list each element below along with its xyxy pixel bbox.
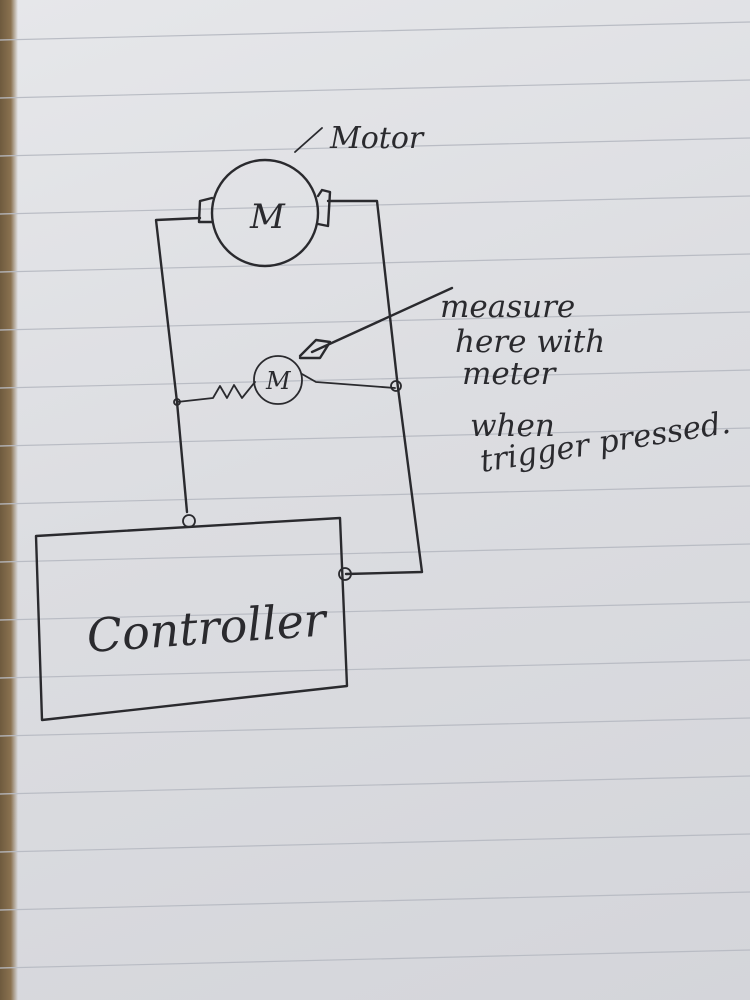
controller-outline — [34, 516, 349, 722]
branch-right-wire — [301, 373, 396, 389]
controller-terminal-top — [182, 514, 196, 528]
main-motor-left-tab — [197, 196, 214, 224]
desk-edge — [0, 0, 18, 1000]
right-wire — [326, 199, 424, 576]
small-motor-symbol: M — [265, 367, 292, 395]
small-motor-circle — [253, 355, 303, 405]
note-line-4: when — [470, 408, 555, 444]
main-motor-symbol: M — [249, 197, 286, 237]
right-junction-dot — [390, 380, 402, 392]
measure-note: measure here with meter when trigger pre… — [440, 289, 733, 480]
left-wire — [154, 216, 202, 514]
main-motor-circle — [210, 158, 320, 268]
motor-label-leader — [294, 127, 323, 153]
measure-arrow — [298, 286, 454, 360]
motor-label: Motor — [329, 121, 425, 156]
branch-coil — [176, 381, 256, 403]
note-line-1: measure — [440, 289, 575, 325]
left-junction-dot — [173, 398, 181, 406]
arrow-head — [298, 338, 332, 360]
controller-terminal-right — [338, 567, 352, 581]
meter-branch: M — [173, 355, 402, 406]
note-line-3: meter — [462, 356, 558, 392]
main-motor: M — [197, 158, 332, 268]
ruled-lines — [0, 21, 750, 969]
main-motor-right-tab — [316, 188, 332, 228]
note-line-2: here with — [455, 324, 605, 360]
controller-label: Controller — [85, 592, 331, 663]
arrow-shaft — [310, 286, 454, 354]
